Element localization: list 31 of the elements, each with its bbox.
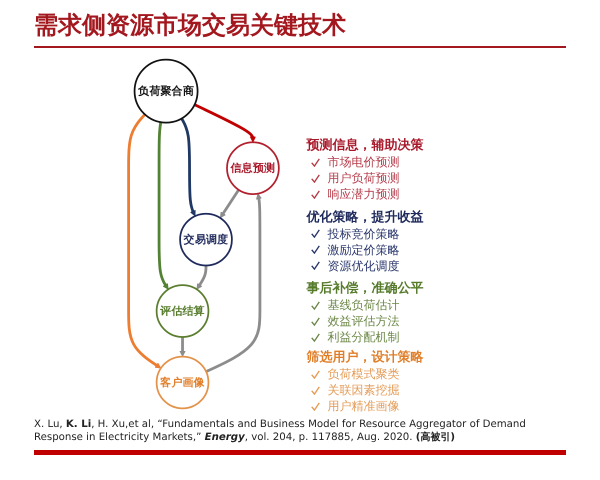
section-heading: 筛选用户，设计策略: [306, 349, 424, 366]
arrow: [220, 189, 240, 218]
list-item-text: 用户精准画像: [328, 398, 400, 414]
node-circle: 评估结算: [156, 284, 210, 338]
list-item-text: 利益分配机制: [328, 329, 400, 346]
list-item-text: 市场电价预测: [328, 154, 400, 170]
arrow: [196, 266, 208, 290]
list-item-text: 投标竞价策略: [328, 226, 400, 242]
section-heading: 优化策略，提升收益: [306, 208, 424, 226]
node-circle: 信息预测: [226, 141, 280, 195]
arrow: [194, 103, 256, 143]
citation-text: X. Lu, K. Li, H. Xu,et al, “Fundamentals and Business Model for Resource Aggregator of Demand Response in Electricity Markets,” Energy, vol. 204, p. 117885, Aug. 2020. (高被引): [34, 418, 527, 444]
arrow: [180, 336, 186, 357]
node-circle: 客户画像: [156, 356, 210, 410]
list-item-text: 关联因素挖掘: [328, 382, 400, 398]
list-item-text: 响应潜力预测: [328, 186, 400, 202]
list-item-text: 用户负荷预测: [328, 170, 400, 186]
arrow: [158, 122, 169, 290]
list-item-text: 资源优化调度: [328, 258, 400, 274]
title: 需求侧资源市场交易关键技术: [34, 10, 346, 40]
list-item-text: 效益评估方法: [328, 313, 400, 330]
list-item-text: 基线负荷估计: [328, 297, 400, 314]
section-heading: 预测信息，辅助决策: [306, 137, 424, 154]
list-item-text: 激励定价策略: [328, 242, 400, 258]
node-circle: 负荷聚合商: [134, 58, 199, 124]
arrow: [206, 193, 262, 373]
list-item-text: 负荷模式聚类: [328, 366, 400, 382]
arrow: [180, 118, 196, 216]
node-circle: 交易调度: [179, 212, 234, 266]
arrow: [127, 114, 162, 368]
section-heading: 事后补偿，准确公平: [306, 280, 424, 298]
